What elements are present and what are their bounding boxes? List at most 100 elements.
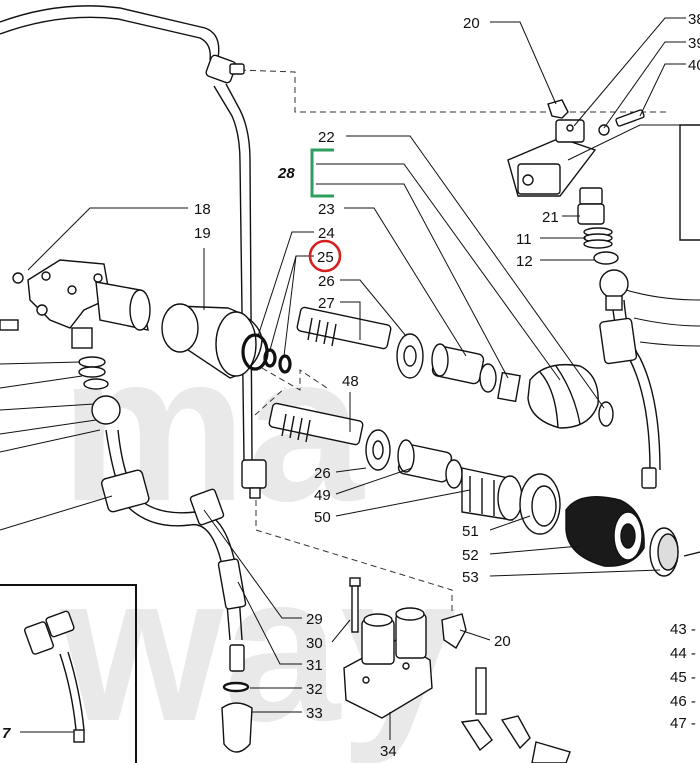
leader-51	[489, 515, 531, 531]
leader-24	[257, 231, 314, 337]
part-left-spring	[78, 356, 121, 425]
part-22-gasket	[497, 371, 521, 403]
label-33: 33	[306, 705, 323, 722]
label-40: 40	[688, 57, 700, 74]
top-pipe-outer	[0, 5, 220, 59]
curved-pipe-a	[125, 504, 231, 641]
leader-left-5	[0, 429, 101, 453]
label-23: 23	[318, 201, 335, 218]
label-27: 27	[318, 295, 335, 312]
label-49: 49	[314, 487, 331, 504]
leader-22	[346, 135, 605, 409]
part-21-nut	[577, 187, 605, 225]
part-pipe-fitting-top	[205, 54, 245, 84]
label-26-bottom: 26	[314, 465, 331, 482]
part-48-valve-stem	[268, 402, 364, 446]
leader-38	[573, 17, 686, 127]
leader-panel	[567, 124, 680, 161]
leader-left-4	[0, 419, 97, 435]
leader-39	[603, 41, 686, 129]
part-50-cage	[461, 467, 523, 521]
part-23-valve-body	[431, 343, 497, 393]
label-19: 19	[194, 225, 211, 242]
leader-25b	[283, 255, 297, 357]
leader-lines	[0, 17, 700, 740]
label-51: 51	[462, 523, 479, 540]
guide-mid	[261, 367, 331, 391]
label-43: 43 -	[670, 621, 696, 638]
guide-top	[239, 69, 668, 113]
assembly-guides	[239, 69, 668, 615]
label-20-bottom: 20	[494, 633, 511, 650]
label-46: 46 -	[670, 693, 696, 710]
leader-28b	[316, 183, 509, 379]
leader-28a	[316, 163, 561, 381]
leader-ball	[625, 289, 700, 301]
vertical-pipe-a	[225, 83, 253, 461]
part-32-oring	[222, 681, 250, 693]
leader-left-2	[0, 375, 83, 389]
label-52: 52	[462, 547, 479, 564]
part-bottom-fittings	[460, 667, 571, 763]
part-labels: 20 38 39 40 22 28 23 21 11 12 18 19 24 2…	[2, 11, 700, 760]
label-21: 21	[542, 209, 559, 226]
label-7: 7	[2, 725, 11, 742]
leader-53	[489, 569, 661, 577]
label-30: 30	[306, 635, 323, 652]
part-18-fitting-block	[0, 259, 111, 349]
part-25-oring-b	[278, 354, 292, 374]
label-47: 47 -	[670, 715, 696, 732]
top-pipe-inner	[0, 16, 211, 61]
part-20-elbow-top	[547, 99, 569, 119]
part-19-tube	[95, 281, 151, 331]
leader-left-6	[0, 495, 113, 531]
label-22: 22	[318, 129, 335, 146]
part-20-elbow-bottom	[441, 613, 467, 650]
label-25: 25	[317, 249, 334, 266]
leader-29	[203, 509, 302, 619]
part-left-nut	[100, 469, 150, 513]
leader-wand-r	[639, 341, 700, 347]
part-33-tip	[221, 702, 253, 753]
label-11: 11	[516, 231, 532, 248]
leader-49	[335, 467, 413, 495]
leader-20-top	[490, 21, 557, 105]
vertical-pipe-b	[213, 85, 245, 461]
label-34: 34	[380, 743, 397, 760]
part-11-spring	[583, 227, 613, 249]
part-27-valve-stem	[296, 306, 392, 350]
part-ball-joint-right	[599, 269, 657, 489]
guide-bottom	[255, 500, 453, 615]
part-49-valve-body	[397, 439, 463, 489]
part-panel-right	[679, 124, 700, 241]
leader-27	[340, 301, 361, 340]
part-53-cap	[649, 527, 700, 577]
label-28: 28	[277, 165, 295, 182]
leader-26-bottom	[335, 467, 367, 473]
label-39: 39	[688, 35, 700, 52]
leader-18	[27, 207, 188, 271]
part-12-ring	[593, 251, 619, 265]
leader-50	[335, 489, 471, 517]
part-52-knob	[565, 496, 645, 567]
guide-mid2	[254, 387, 286, 416]
part-30-screw	[349, 577, 361, 633]
highlight-circle-25	[308, 239, 342, 273]
label-18: 18	[194, 201, 211, 218]
label-53: 53	[462, 569, 479, 586]
part-solenoid-valve-top	[507, 109, 645, 197]
label-38: 38	[688, 11, 700, 28]
leader-52	[489, 545, 581, 555]
label-45: 45 -	[670, 669, 696, 686]
part-29-fitting	[189, 488, 247, 672]
label-20-top: 20	[463, 15, 480, 32]
part-34-solenoid-block	[343, 607, 433, 719]
leader-30	[331, 619, 351, 643]
part-51-ring-inner	[531, 485, 557, 527]
leader-23	[344, 207, 467, 357]
label-24: 24	[318, 225, 335, 242]
part-knob-top	[527, 363, 614, 429]
parts	[0, 54, 700, 763]
leader-40	[639, 63, 686, 117]
